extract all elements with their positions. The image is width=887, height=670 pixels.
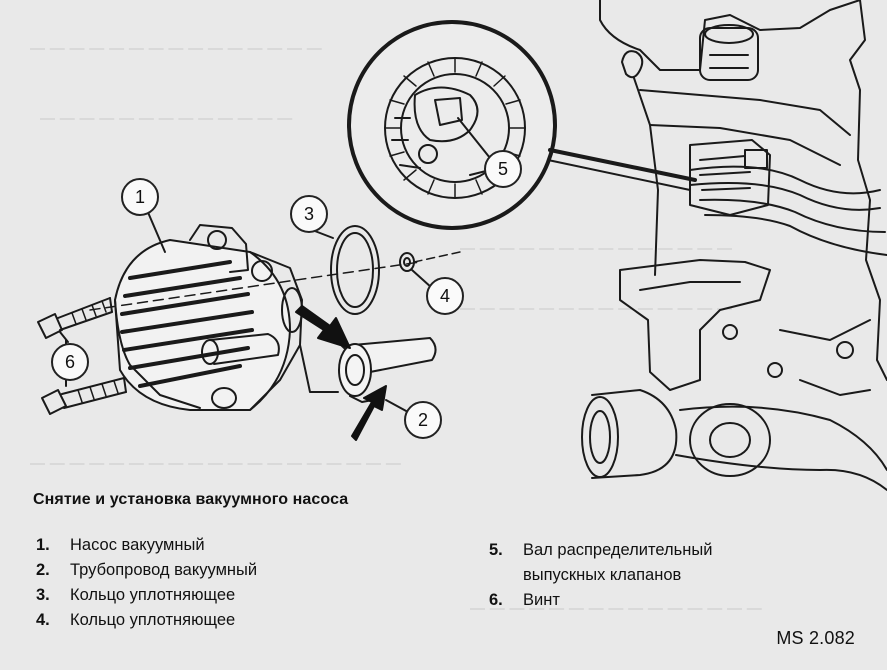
legend-left-column: 1. Насос вакуумный 2. Трубопровод вакуум…	[36, 533, 257, 633]
legend-label: Кольцо уплотняющее	[70, 611, 236, 629]
vacuum-pipe-illustration	[299, 337, 437, 413]
engine-block-illustration	[581, 0, 887, 491]
legend-label-continuation: выпускных клапанов	[523, 566, 682, 584]
vacuum-pump-illustration	[89, 224, 421, 411]
legend-label: Трубопровод вакуумный	[70, 561, 258, 579]
legend-right-column: 5. Вал распределительный выпускных клапа…	[489, 538, 712, 613]
callout-4: 4	[426, 277, 464, 315]
bleed-through-text: — — — — — — — — — — — — —	[40, 110, 293, 127]
figure-code: MS 2.082	[776, 628, 855, 648]
legend-item: 6. Винт	[489, 588, 712, 613]
legend-number: 5.	[489, 541, 503, 559]
bleed-through-text: — — — — — — — — — — — — — — —	[470, 600, 763, 617]
legend-label: Насос вакуумный	[70, 536, 205, 554]
legend-item: 3. Кольцо уплотняющее	[36, 583, 257, 608]
legend-item: 2. Трубопровод вакуумный	[36, 558, 257, 583]
legend-number: 6.	[489, 591, 503, 609]
legend-number: 4.	[36, 611, 50, 629]
legend-number: 3.	[36, 586, 50, 604]
technical-drawing	[37, 0, 887, 491]
legend-label: Кольцо уплотняющее	[70, 586, 236, 604]
figure-caption: Снятие и установка вакуумного насоса	[33, 491, 349, 508]
legend-label: Винт	[523, 591, 560, 609]
callout-2: 2	[404, 401, 442, 439]
legend-number: 2.	[36, 561, 50, 579]
bleed-through-text: — — — — — — — — — — — — — — —	[30, 40, 323, 57]
bolts-illustration	[37, 297, 127, 415]
legend-label: Вал распределительный	[523, 541, 713, 559]
legend-item: 1. Насос вакуумный	[36, 533, 257, 558]
bleed-through-text: — — — — — — — — — — — — — —	[460, 300, 733, 317]
bleed-through-text: — — — — — — — — — — — — — — — — — — —	[30, 455, 402, 472]
legend-item: 5. Вал распределительный	[489, 538, 712, 563]
callout-1: 1	[121, 178, 159, 216]
legend-item: 4. Кольцо уплотняющее	[36, 608, 257, 633]
callout-6: 6	[51, 343, 89, 381]
legend-number: 1.	[36, 536, 50, 554]
direction-arrows	[295, 305, 387, 441]
callout-5: 5	[484, 150, 522, 188]
callout-3: 3	[290, 195, 328, 233]
bleed-through-text: — — — — — — — — — — — — — —	[460, 240, 733, 257]
